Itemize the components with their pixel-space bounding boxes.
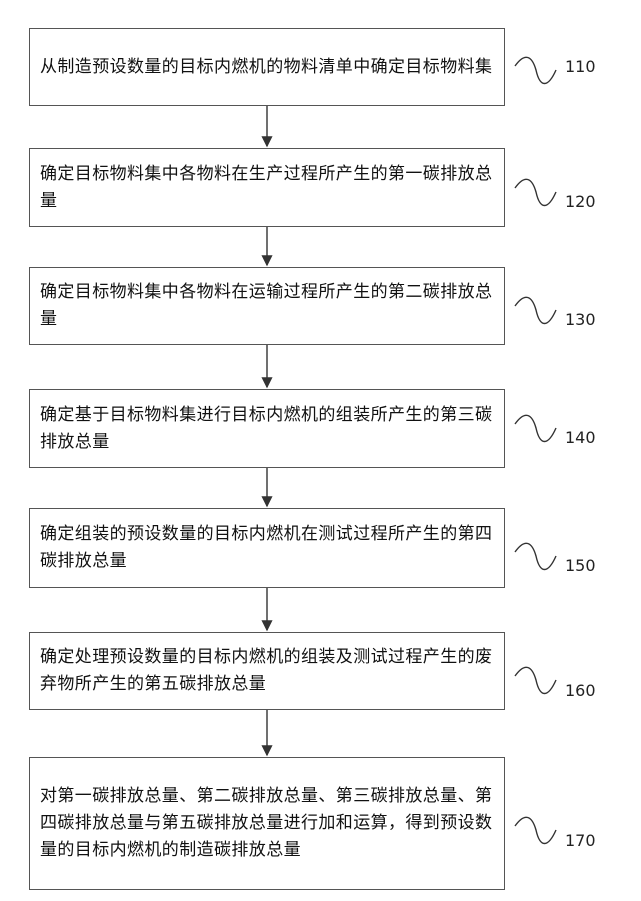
leader-150 [515, 543, 556, 569]
step-number-170: 170 [565, 831, 596, 850]
leader-160 [515, 667, 556, 693]
step-number-160: 160 [565, 681, 596, 700]
step-number-150: 150 [565, 556, 596, 575]
leader-120 [515, 179, 556, 205]
step-number-110: 110 [565, 57, 596, 76]
leader-130 [515, 297, 556, 323]
step-number-120: 120 [565, 192, 596, 211]
step-number-140: 140 [565, 428, 596, 447]
leader-170 [515, 817, 556, 843]
leader-110 [515, 57, 556, 83]
step-number-130: 130 [565, 310, 596, 329]
leader-140 [515, 415, 556, 441]
